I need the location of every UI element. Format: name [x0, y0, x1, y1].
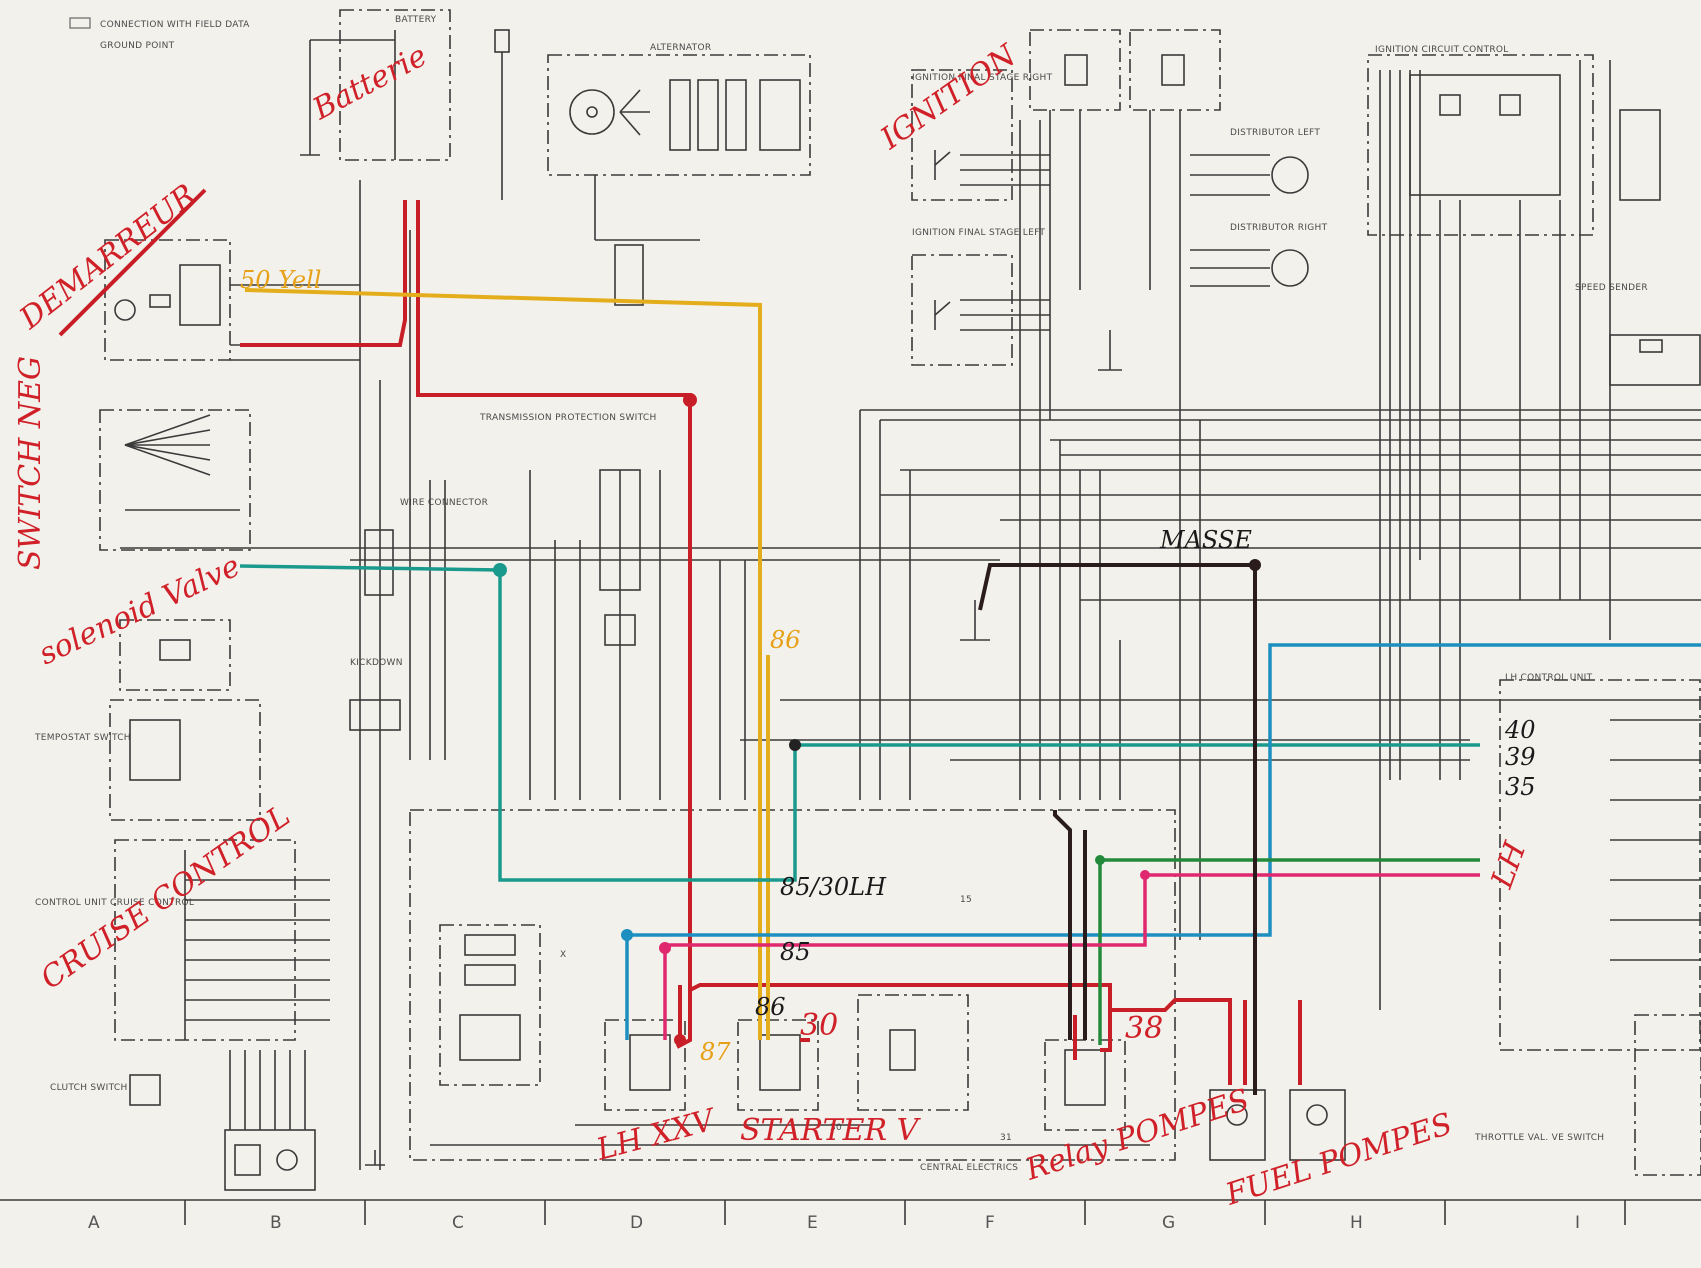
wire-connector-t31: [364, 529, 394, 596]
note-40: 40: [1504, 716, 1536, 744]
column-label-d: D: [630, 1213, 643, 1233]
relay-lh-box: [604, 1019, 686, 1111]
alternator-label: ALTERNATOR: [650, 43, 711, 53]
clutch-switch-label: CLUTCH SWITCH: [50, 1083, 128, 1093]
column-label-c: C: [452, 1213, 464, 1233]
note-86-mid: 86: [755, 993, 786, 1021]
terminal-15-label: 15: [960, 895, 972, 905]
starter-relay-box: [104, 239, 231, 361]
temp-switch-box: [109, 699, 261, 821]
selector-switch-box: [99, 409, 251, 551]
throttle-valve-switch-label: THROTTLE VAL. VE SWITCH: [1474, 1133, 1604, 1143]
lh-control-unit-box: [1499, 679, 1701, 1051]
ground-symbols: [300, 140, 1122, 1166]
legend-box-symbol: [69, 17, 91, 29]
column-label-b: B: [270, 1213, 282, 1233]
wire-red-relay: [689, 983, 1112, 1052]
distributor-left-label: DISTRIBUTOR LEFT: [1230, 128, 1320, 138]
fuel-pump-1: [1209, 1089, 1266, 1161]
wire-blue: [625, 643, 1701, 1040]
note-starter-v: STARTER V: [740, 1113, 922, 1148]
wire-yellow: [244, 288, 762, 1040]
transmission-protection-label: TRANSMISSION PROTECTION SWITCH: [479, 413, 657, 423]
central-electrics-label: CENTRAL ELECTRICS: [920, 1163, 1018, 1173]
note-85-30lh: 85/30LH: [780, 873, 887, 901]
note-30: 30: [800, 1008, 838, 1043]
battery-box: [339, 9, 451, 161]
wire-connector-label: WIRE CONNECTOR: [400, 498, 488, 508]
note-50-yell: 50 Yell: [240, 266, 321, 294]
ignition-final-stage-right: IGNITION FINAL STAGE RIGHT: [912, 73, 1053, 83]
note-masse: MASSE: [1159, 526, 1252, 554]
speed-sender-label: SPEED SENDER: [1575, 283, 1648, 293]
note-switch-neg: SWITCH NEG: [13, 356, 48, 570]
note-38: 38: [1125, 1011, 1163, 1046]
solenoid-valve-box: [119, 619, 231, 691]
fuel-pump-2: [1289, 1089, 1346, 1161]
distributor-right-label: DISTRIBUTOR RIGHT: [1230, 223, 1328, 233]
column-label-i: I: [1575, 1213, 1580, 1233]
column-label-g: G: [1162, 1213, 1175, 1233]
harness-verticals-right: [1379, 60, 1611, 1010]
legend-ground-point: GROUND POINT: [100, 41, 175, 51]
alternator-diodes: [669, 79, 801, 151]
printed-schematic: CONNECTION WITH FIELD DATA GROUND POINT …: [0, 9, 1701, 1233]
harness-horizontals: [120, 409, 1701, 761]
column-label-e: E: [807, 1213, 818, 1233]
relay-starter-box: [737, 1019, 819, 1111]
note-87: 87: [700, 1038, 731, 1066]
note-35: 35: [1505, 773, 1536, 801]
ignition-final-stage-left: IGNITION FINAL STAGE LEFT: [912, 228, 1045, 238]
kickdown-label: KICKDOWN: [350, 658, 403, 668]
highlighted-wires: [239, 200, 1701, 1095]
ignition-circuit-control-label: IGNITION CIRCUIT CONTROL: [1375, 45, 1509, 55]
terminal-31-label: 31: [1000, 1133, 1012, 1143]
alternator-box: [547, 54, 811, 176]
legend-field-data: CONNECTION WITH FIELD DATA: [100, 20, 250, 30]
note-85: 85: [780, 938, 811, 966]
wire-teal-lower: [498, 570, 1480, 882]
wire-black-masse: [978, 563, 1257, 1095]
kickdown-x-label: X: [560, 950, 566, 960]
column-label-h: H: [1350, 1213, 1363, 1233]
battery-label: BATTERY: [395, 15, 437, 25]
terminal-30-label: 30: [830, 1123, 842, 1133]
column-label-f: F: [985, 1213, 995, 1233]
harness-verticals-mid: [859, 120, 1201, 940]
note-86-top: 86: [770, 626, 801, 654]
column-grid-ticks: [184, 1200, 1626, 1225]
svg-text:TEMPOSTAT SWITCH: TEMPOSTAT SWITCH: [34, 733, 131, 743]
wire-teal-upper: [239, 564, 501, 572]
svg-text:LH CONTROL UNIT: LH CONTROL UNIT: [1505, 673, 1593, 683]
wire-red-battery: [240, 200, 407, 347]
central-electrics-box: [409, 809, 1176, 1161]
note-39: 39: [1505, 743, 1536, 771]
column-label-a: A: [88, 1213, 100, 1233]
cruise-control-unit-label: CONTROL UNIT CRUISE CONTROL: [35, 898, 194, 908]
relay-f-box: [857, 994, 969, 1111]
